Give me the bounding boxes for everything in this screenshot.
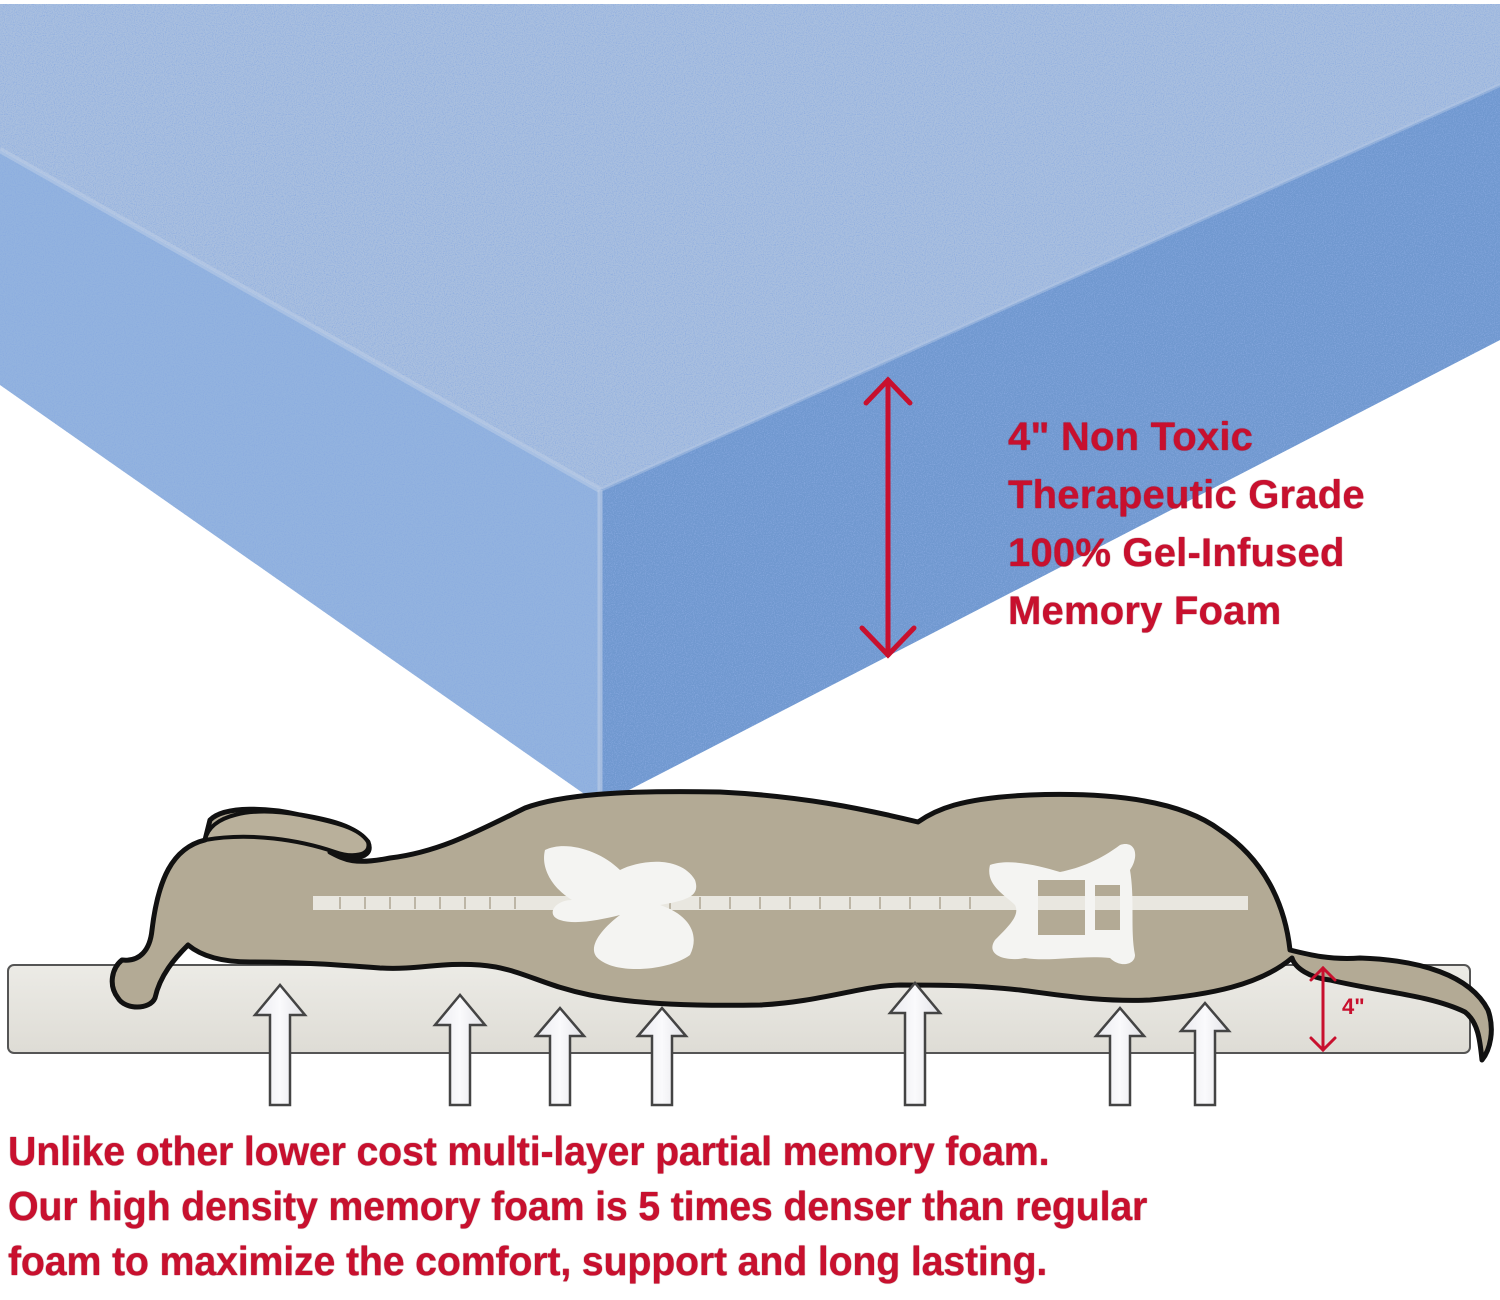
- foam-front-face: [600, 85, 1500, 805]
- memory-foam-slab: [0, 4, 1500, 805]
- description-line-1: Unlike other lower cost multi-layer part…: [8, 1128, 1050, 1174]
- base-thickness-label: 4": [1342, 994, 1365, 1019]
- dog-pelvis: [989, 844, 1136, 965]
- support-arrow-icon: [432, 993, 488, 1107]
- foam-top-surface: [0, 4, 1500, 490]
- description-line-2: Our high density memory foam is 5 times …: [8, 1183, 1148, 1229]
- callout-line-3: 100% Gel-Infused: [1008, 531, 1345, 575]
- support-arrow-icon: [252, 983, 308, 1107]
- product-description: Unlike other lower cost multi-layer part…: [8, 1124, 1147, 1289]
- support-arrow-icon: [635, 1006, 689, 1107]
- dog-ear: [202, 809, 371, 858]
- description-line-3: foam to maximize the comfort, support an…: [8, 1238, 1048, 1284]
- support-arrow-icon: [1093, 1006, 1147, 1107]
- foam-thickness-arrow-icon: [859, 376, 917, 659]
- callout-line-2: Therapeutic Grade: [1008, 473, 1365, 517]
- dog-spine: [313, 896, 1248, 910]
- support-arrows: [252, 981, 1232, 1107]
- support-arrow-icon: [887, 981, 943, 1107]
- support-arrow-icon: [1178, 1001, 1232, 1107]
- base-thickness-arrow-icon: [1309, 965, 1337, 1053]
- callout-line-1: 4" Non Toxic: [1008, 415, 1254, 459]
- dog-silhouette: [109, 789, 1494, 1063]
- foam-left-face: [0, 150, 600, 805]
- dog-scapula: [544, 846, 697, 970]
- callout-line-4: Memory Foam: [1008, 589, 1282, 633]
- foam-feature-callout: 4" Non Toxic Therapeutic Grade 100% Gel-…: [1008, 408, 1365, 640]
- support-arrow-icon: [533, 1006, 587, 1107]
